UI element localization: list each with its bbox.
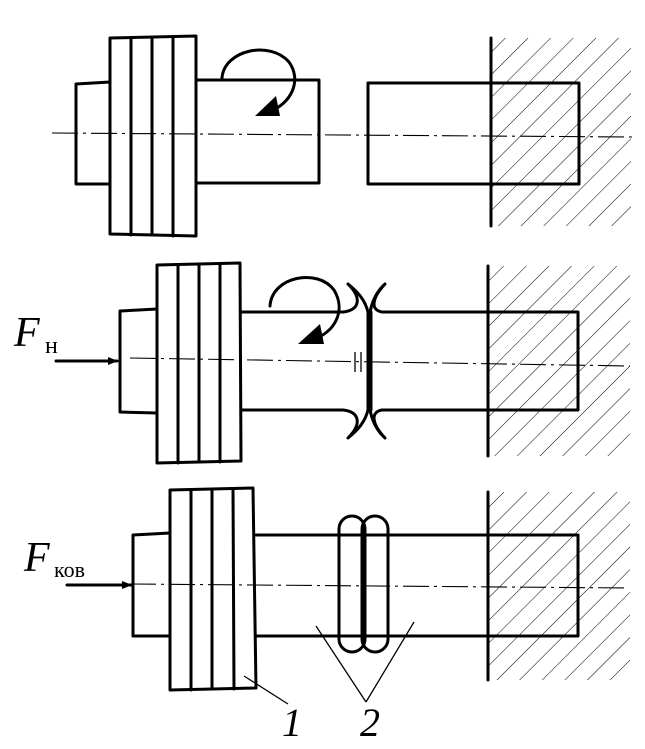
fixed-workpiece (380, 310, 580, 412)
leader-line-2a (315, 625, 367, 703)
axis-line (51, 132, 633, 138)
flash-upset-lips (341, 282, 387, 440)
fixed-workpiece (366, 81, 581, 186)
fixed-wall-hatch (491, 38, 631, 226)
callout-2-label: 2 (360, 700, 380, 745)
leader-line-1 (243, 675, 289, 705)
flywheel-disc (108, 34, 198, 238)
fixed-wall-hatch (488, 266, 630, 456)
rotation-arrow-icon (220, 48, 297, 116)
axis-line (129, 583, 629, 589)
leader-line-2b (365, 621, 415, 703)
stage-3-forging: F ков 1 2 (23, 486, 630, 745)
axis-line (129, 357, 631, 367)
weld-collar (337, 514, 390, 654)
shaft-stub-left (131, 531, 172, 638)
shaft-stub-left (74, 80, 112, 186)
rotating-shaft (239, 310, 345, 412)
stage-1-rotation (51, 34, 633, 238)
force-initial-label: F (13, 310, 40, 356)
shaft-stub-left (118, 307, 159, 415)
callout-1-label: 1 (282, 700, 302, 745)
flywheel-disc (168, 486, 258, 692)
force-initial-subscript: н (45, 333, 58, 359)
rotating-shaft (194, 78, 321, 185)
force-forging-subscript: ков (54, 557, 85, 582)
rotation-arrow-icon (268, 276, 341, 344)
stage-2-heating: F н (13, 261, 631, 465)
force-forging-label: F (23, 535, 50, 581)
fixed-wall-hatch (488, 492, 630, 680)
joined-shaft (254, 533, 580, 638)
flywheel-disc (155, 261, 243, 465)
